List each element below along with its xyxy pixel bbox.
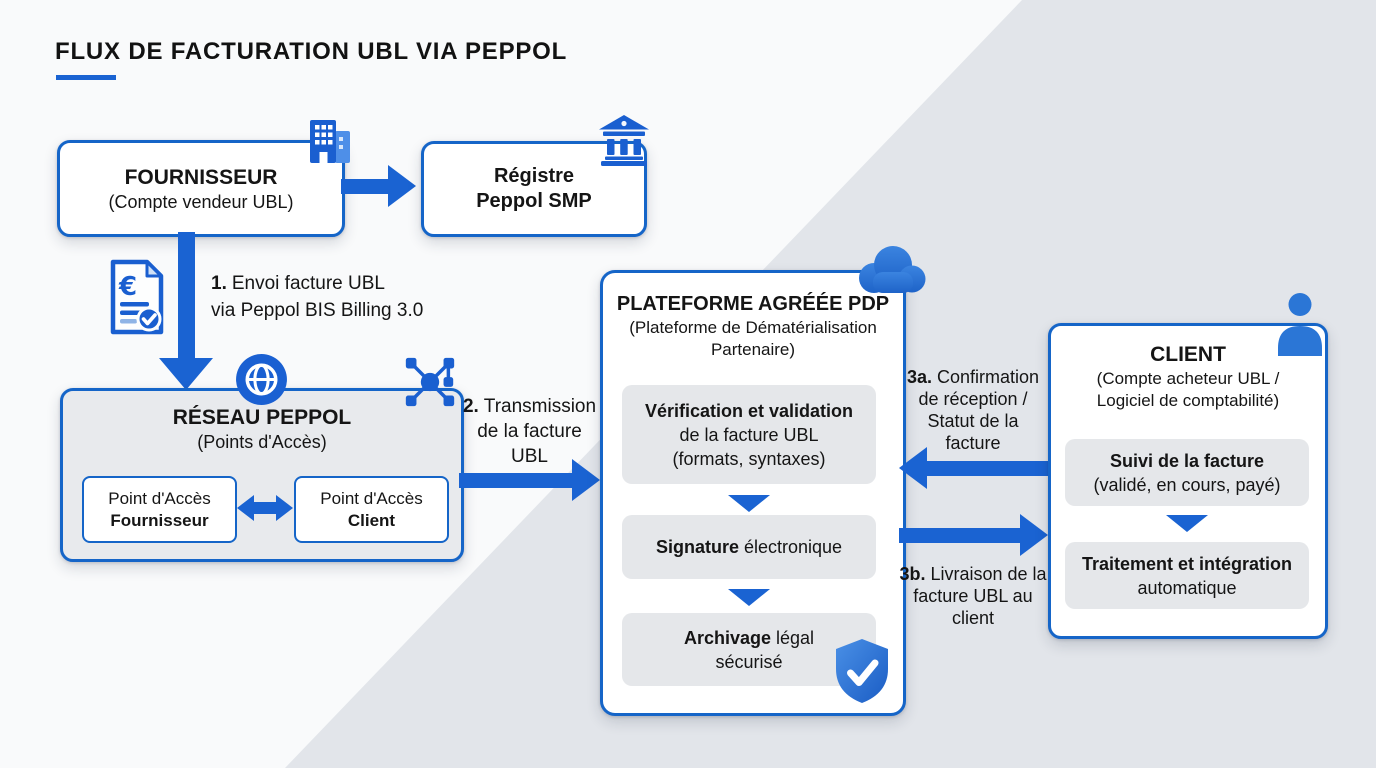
step3a-number: 3a. bbox=[906, 367, 932, 387]
access-point-client-box: Point d'Accès Client bbox=[294, 476, 449, 543]
registre-title-line2: Peppol SMP bbox=[476, 190, 592, 212]
network-hub-icon bbox=[401, 353, 459, 411]
double-arrow-icon bbox=[237, 495, 293, 521]
step2-number: 2. bbox=[462, 396, 479, 417]
chevron-down-icon bbox=[728, 495, 770, 512]
client-step-suivi: Suivi de la facture (validé, en cours, p… bbox=[1065, 439, 1309, 506]
step1-label: 1.Envoi facture UBL via Peppol BIS Billi… bbox=[211, 273, 424, 321]
pdp-step-verification: Vérification et validation de la facture… bbox=[622, 385, 876, 484]
svg-text:€: € bbox=[118, 272, 137, 302]
client-box: CLIENT (Compte acheteur UBL / Logiciel d… bbox=[1048, 293, 1328, 639]
arrow-step2-right bbox=[459, 458, 600, 502]
chevron-down-icon bbox=[1166, 515, 1208, 532]
arrow-step3a-left bbox=[899, 446, 1048, 490]
invoice-euro-icon: € bbox=[104, 257, 170, 337]
title-underline bbox=[56, 75, 116, 80]
step2-label: 2.Transmission de la facture UBL bbox=[462, 396, 597, 467]
person-icon bbox=[1269, 292, 1327, 356]
pdp-box: PLATEFORME AGRÉÉE PDP (Plateforme de Dém… bbox=[600, 246, 926, 716]
globe-icon bbox=[233, 351, 290, 408]
reseau-title: RÉSEAU PEPPOL bbox=[172, 406, 352, 429]
arrow-step3b-right bbox=[899, 513, 1048, 557]
bank-icon bbox=[596, 112, 652, 168]
chevron-down-icon bbox=[728, 589, 770, 606]
client-subtitle: (Compte acheteur UBL / Logiciel de compt… bbox=[1096, 369, 1280, 410]
pdp-title: PLATEFORME AGRÉÉE PDP bbox=[616, 293, 890, 315]
building-icon bbox=[303, 115, 355, 167]
client-step-traitement: Traitement et intégration automatique bbox=[1065, 542, 1309, 609]
step3a-label: 3a.Confirmation de réception / Statut de… bbox=[906, 367, 1040, 453]
arrow-fournisseur-to-registre bbox=[341, 164, 416, 208]
reseau-peppol-box: RÉSEAU PEPPOL (Points d'Accès) Point d'A… bbox=[60, 354, 464, 562]
client-title: CLIENT bbox=[1150, 343, 1226, 366]
arrow-step1-down bbox=[159, 232, 213, 390]
pdp-subtitle: (Plateforme de Dématérialisation Partena… bbox=[629, 318, 877, 359]
registre-title-line1: Régistre bbox=[493, 165, 575, 187]
fournisseur-box: FOURNISSEUR (Compte vendeur UBL) bbox=[57, 120, 350, 237]
cloud-icon bbox=[851, 240, 929, 296]
page-title: FLUX DE FACTURATION UBL VIA PEPPOL bbox=[55, 38, 568, 65]
access-point-fournisseur-box: Point d'Accès Fournisseur bbox=[82, 476, 237, 543]
step3b-label: 3b.Livraison de la facture UBL au client bbox=[899, 564, 1047, 628]
step1-number: 1. bbox=[211, 273, 227, 294]
reseau-subtitle: (Points d'Accès) bbox=[197, 432, 327, 452]
shield-check-icon bbox=[833, 637, 891, 705]
fournisseur-subtitle: (Compte vendeur UBL) bbox=[108, 191, 294, 212]
fournisseur-title: FOURNISSEUR bbox=[124, 165, 278, 189]
step3b-number: 3b. bbox=[899, 564, 926, 584]
registre-box: Régistre Peppol SMP bbox=[421, 115, 649, 237]
